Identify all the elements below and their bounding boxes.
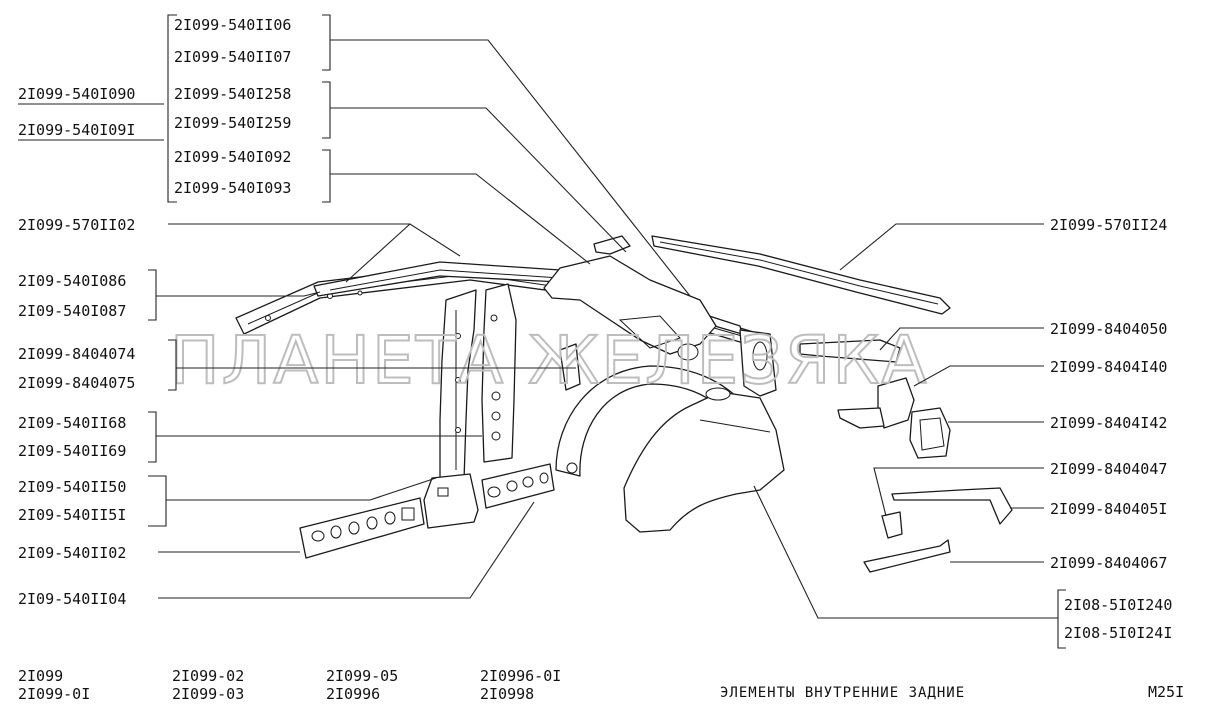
small-bracket-left <box>559 343 581 391</box>
right-labels: 2I099-570II24 2I099-8404050 2I099-8404I4… <box>1050 216 1172 642</box>
left-labels: 2I099-540II06 2I099-540II07 2I099-540I09… <box>18 16 291 608</box>
top-bracket <box>593 235 631 255</box>
part-label: 2I099-8404074 <box>18 345 135 363</box>
part-label: 2I099-8404047 <box>1050 460 1167 478</box>
part-label: 2I099-540I259 <box>174 114 291 132</box>
model-code: 2I099-03 <box>172 685 244 703</box>
part-label: 2I099-570II02 <box>18 216 135 234</box>
part-label: 2I09-540II5I <box>18 506 126 524</box>
bracket-left-small <box>837 407 885 429</box>
part-label: 2I09-540II68 <box>18 414 126 432</box>
roof-rail-right <box>651 235 951 315</box>
bracket-8404050 <box>799 339 901 363</box>
model-code: 2I0996 <box>326 685 380 703</box>
page-title: ЭЛЕМЕНТЫ ВНУТРЕННИЕ ЗАДНИЕ <box>720 685 965 701</box>
part-label: 2I09-540I087 <box>18 302 126 320</box>
leader-lines <box>148 14 1066 649</box>
part-label: 2I09-540II69 <box>18 442 126 460</box>
part-label: 2I099-540I093 <box>174 179 291 197</box>
part-label: 2I099-8404I42 <box>1050 414 1167 432</box>
small-plate-8404047 <box>881 511 903 539</box>
part-label: 2I099-8404050 <box>1050 320 1167 338</box>
sill-right <box>481 463 555 509</box>
part-label: 2I099-540I090 <box>18 85 135 103</box>
rear-wheelhouse <box>623 391 785 533</box>
part-label: 2I099-8404I40 <box>1050 358 1167 376</box>
part-label: 2I099-540II06 <box>174 16 291 34</box>
part-label: 2I08-5I0I240 <box>1064 596 1172 614</box>
part-label: 2I099-540II07 <box>174 48 291 66</box>
panel-8404142 <box>909 407 951 459</box>
model-code: 2I099-0I <box>18 685 90 703</box>
part-label: 2I08-5I0I24I <box>1064 624 1172 642</box>
page-code: M25I <box>1148 683 1184 701</box>
footer: 2I099 2I099-0I 2I099-02 2I099-03 2I099-0… <box>18 667 1184 703</box>
part-label: 2I099-840405I <box>1050 500 1167 518</box>
model-code: 2I0998 <box>480 685 534 703</box>
bar-8404067 <box>863 539 951 573</box>
model-code: 2I099-05 <box>326 667 398 685</box>
part-label: 2I099-540I09I <box>18 121 135 139</box>
rail-840405I <box>891 487 1013 525</box>
upper-mid-panel <box>543 255 717 355</box>
part-label: 2I099-540I092 <box>174 148 291 166</box>
part-label: 2I09-540II02 <box>18 544 126 562</box>
pillar-foot <box>423 473 479 529</box>
part-label: 2I099-8404067 <box>1050 554 1167 572</box>
part-label: 2I09-540II50 <box>18 478 126 496</box>
part-label: 2I099-8404075 <box>18 374 135 392</box>
part-label: 2I09-540I086 <box>18 272 126 290</box>
watermark: ПЛАНЕТА ЖЕЛЕЗЯКА <box>170 322 928 399</box>
model-code: 2I0996-0I <box>480 667 561 685</box>
parts-drawing <box>235 235 1013 573</box>
b-pillar-right <box>481 283 517 463</box>
sill-left <box>299 497 425 559</box>
model-code: 2I099 <box>18 667 63 685</box>
part-label: 2I099-570II24 <box>1050 216 1167 234</box>
model-code: 2I099-02 <box>172 667 244 685</box>
part-label: 2I099-540I258 <box>174 85 291 103</box>
part-label: 2I09-540II04 <box>18 590 126 608</box>
